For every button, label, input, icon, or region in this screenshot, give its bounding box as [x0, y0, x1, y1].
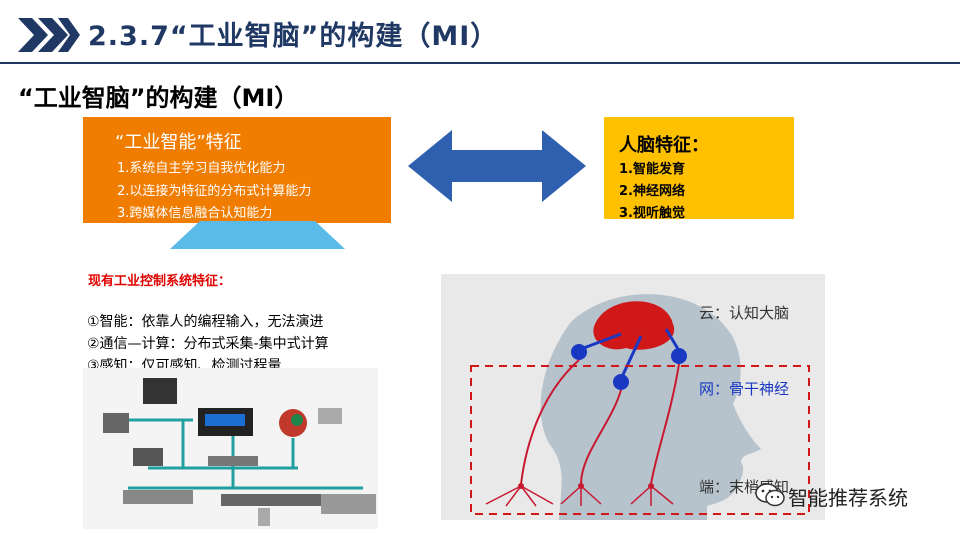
head-neuron-illustration	[470, 294, 810, 520]
existing-system-title: 现有工业控制系统特征：	[88, 274, 232, 289]
network-diagram-illustration	[103, 378, 376, 526]
double-arrow-icon	[408, 130, 586, 202]
brain-features-box	[604, 117, 794, 219]
header-bar	[0, 0, 960, 64]
page-title: 2.3.7“工业智脑”的构建（MI）	[88, 21, 499, 52]
industrial-network-image	[83, 368, 378, 529]
brain-features-title: 人脑特征：	[619, 135, 709, 156]
existing-system-item: ①智能：依靠人的编程输入，无法演进	[87, 314, 324, 330]
ai-feature-item: 1.系统自主学习自我优化能力	[117, 161, 286, 176]
brain-feature-item: 2.神经网络	[619, 184, 685, 199]
ai-feature-item: 2.以连接为特征的分布式计算能力	[117, 184, 312, 199]
net-label: 网：骨干神经	[699, 380, 790, 398]
brain-feature-item: 3.视听触觉	[619, 206, 685, 221]
ai-feature-item: 3.跨媒体信息融合认知能力	[117, 206, 273, 221]
wechat-icon	[755, 483, 785, 507]
cloud-label: 云：认知大脑	[699, 304, 790, 322]
existing-system-item: ②通信—计算：分布式采集-集中式计算	[87, 336, 329, 352]
watermark-text: 智能推荐系统	[788, 486, 908, 510]
existing-system-item: ③感知：仅可感知、检测过程量	[87, 358, 282, 368]
up-arrow-icon	[170, 221, 345, 249]
brain-feature-item: 1.智能发育	[619, 162, 685, 177]
chevron-logo-icon	[18, 18, 80, 52]
brain-head-image: 云：认知大脑 网：骨干神经 端：末梢感知	[441, 274, 825, 520]
section-subtitle: “工业智脑”的构建（MI）	[18, 84, 299, 112]
header-divider	[0, 62, 960, 64]
ai-features-title: “工业智能”特征	[115, 132, 242, 153]
ai-features-box	[83, 117, 391, 223]
